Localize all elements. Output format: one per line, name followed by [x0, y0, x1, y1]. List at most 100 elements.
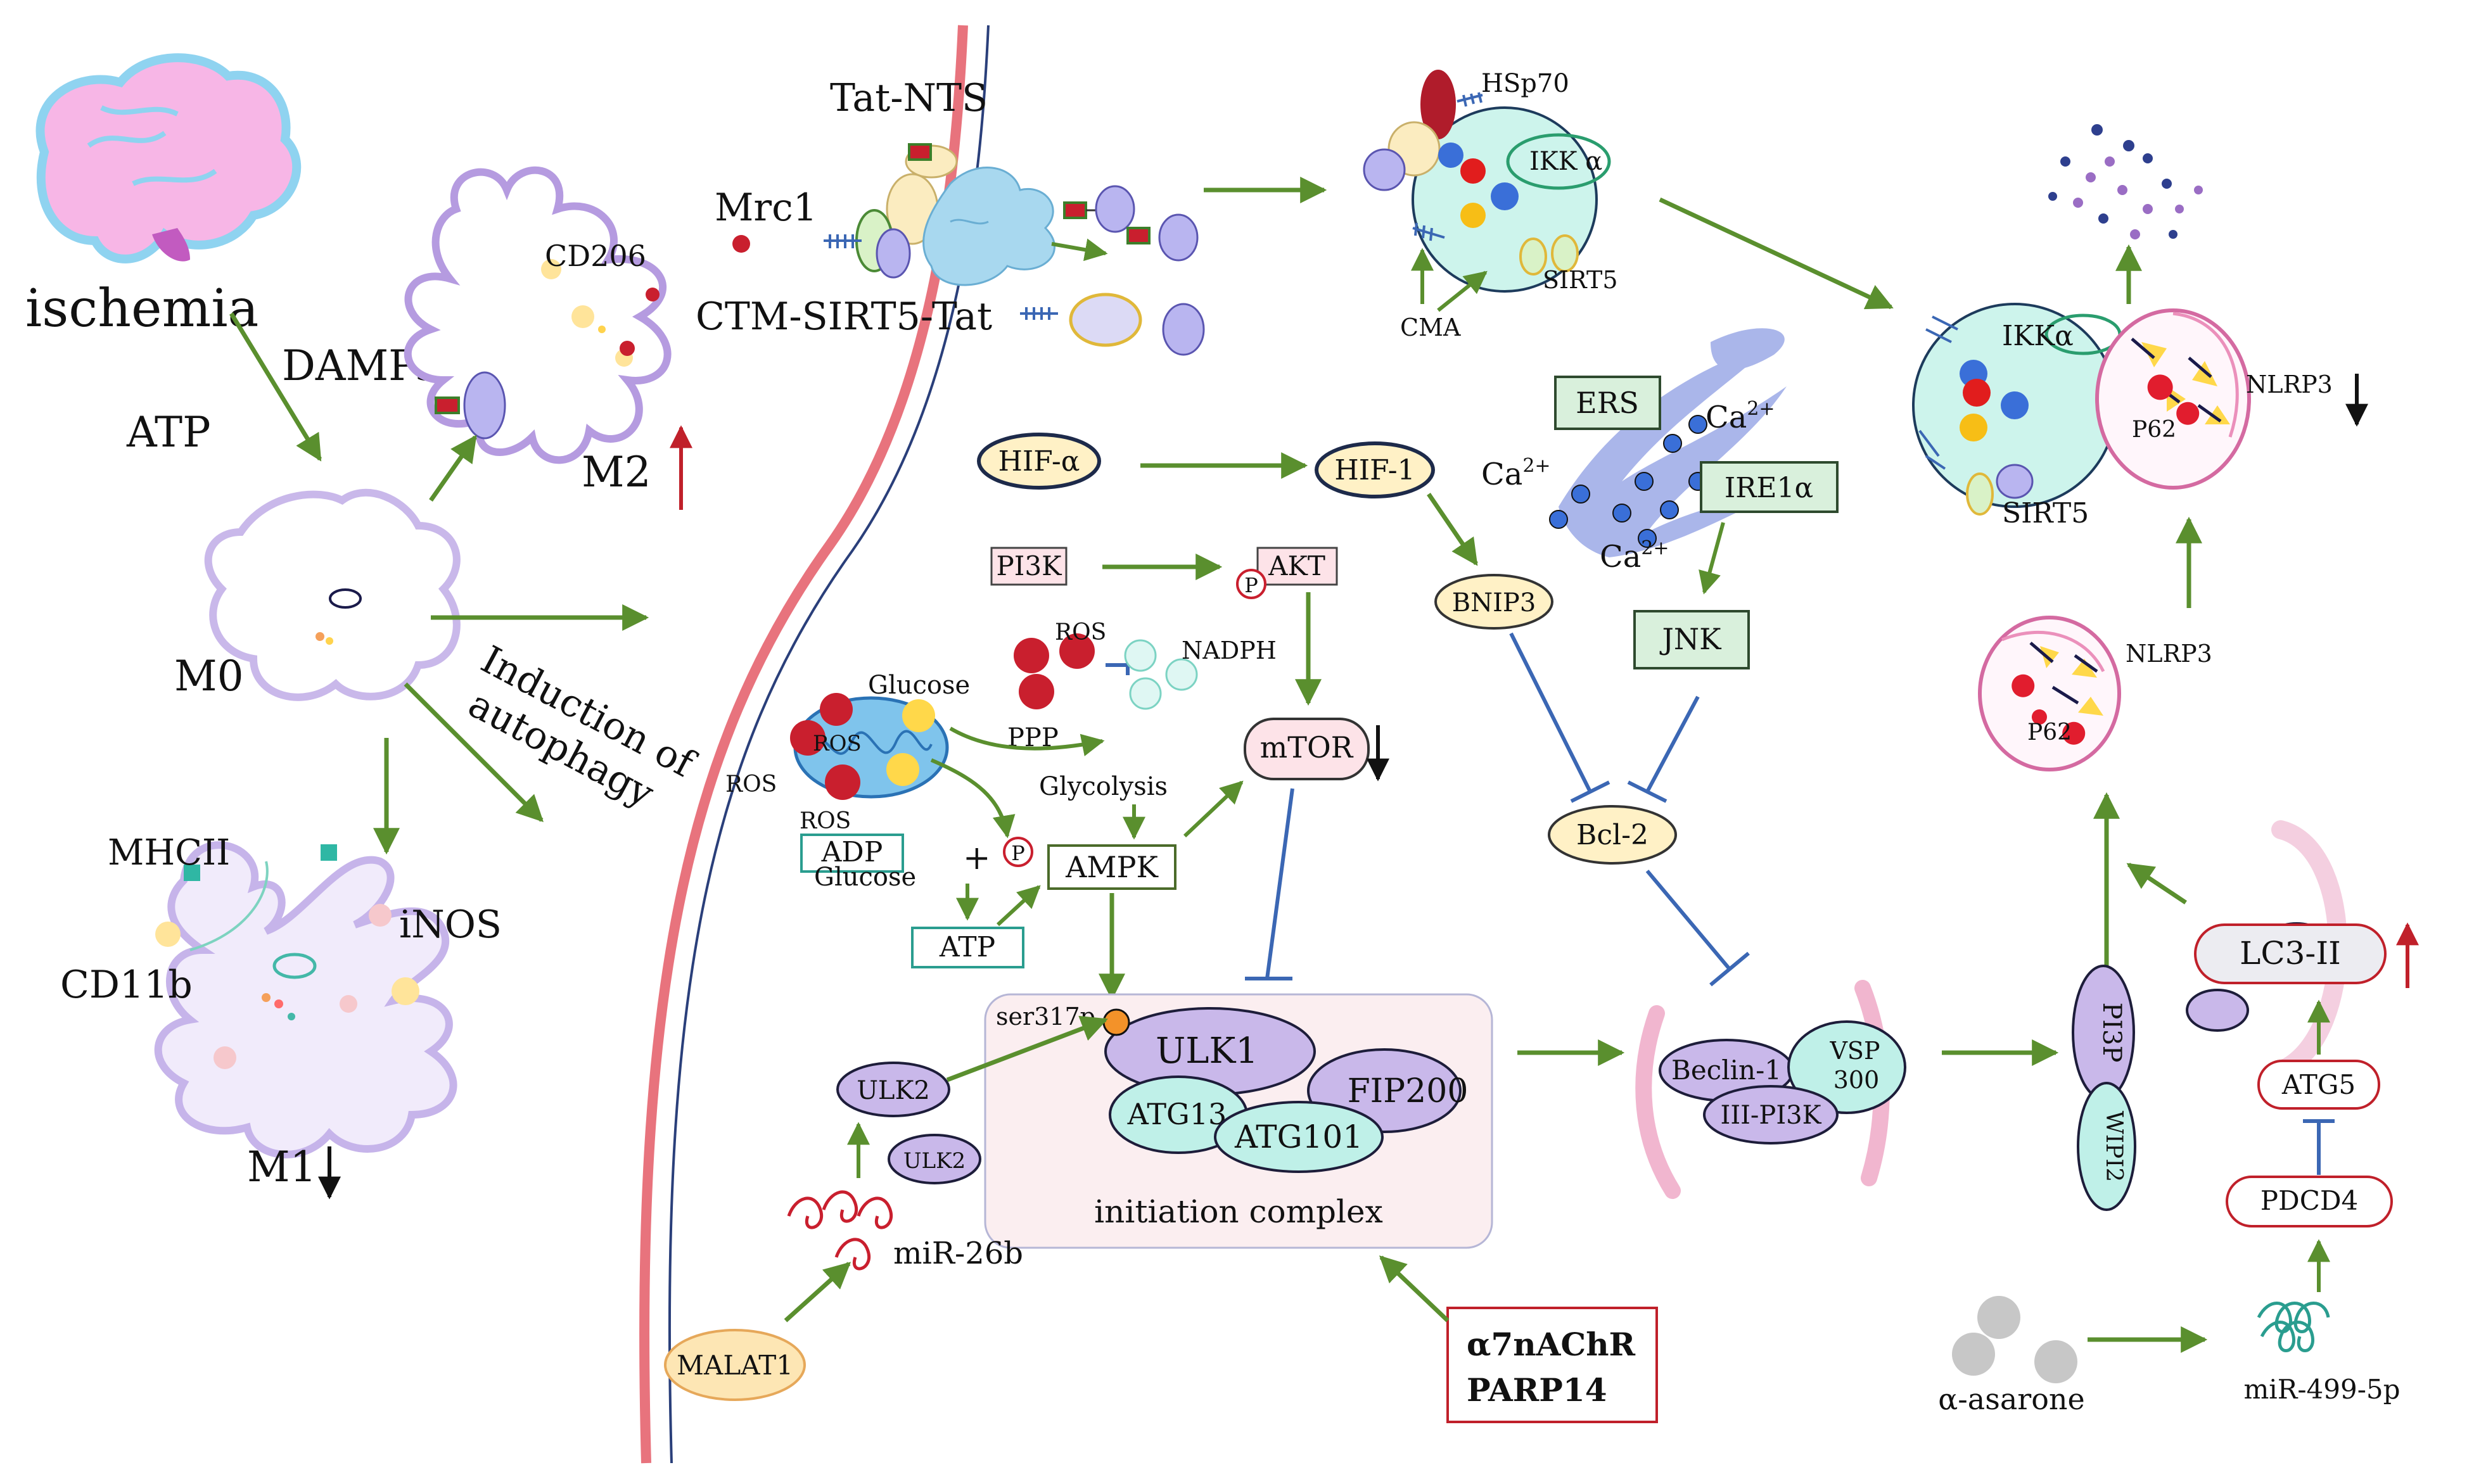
ulk2-node-a	[836, 1062, 950, 1117]
arrow-atp-ampk	[996, 885, 1041, 927]
arrow-ampk-mtor	[1183, 780, 1244, 838]
mir-499-5p-icon	[2257, 1302, 2330, 1352]
ire1a-node	[1700, 461, 1839, 513]
mtor-label: mTOR	[1260, 730, 1354, 764]
nlrp3-autophagosome-top-icon	[2095, 308, 2251, 490]
nlrp3-autophagosome-mid-icon	[1978, 616, 2121, 771]
arrow-ulk2-ulk1	[946, 1015, 1108, 1082]
atg101-label: ATG101	[1234, 1119, 1363, 1155]
nlrp3-mid-label: NLRP3	[2126, 640, 2212, 668]
bnip3-node	[1434, 574, 1553, 630]
ros-bottom-label: ROS	[800, 808, 851, 834]
fip200-label: FIP200	[1348, 1072, 1469, 1110]
mir-26b-icon	[787, 1190, 893, 1271]
nlrp3-top-label: NLRP3	[2246, 371, 2333, 398]
wipi2-node	[2077, 1082, 2136, 1211]
pdcd4-node	[2226, 1176, 2393, 1227]
ire1a-label: IRE1α	[1725, 472, 1813, 504]
phosphate-label: P	[1011, 841, 1025, 865]
mitochondrion-icon	[790, 693, 949, 800]
arrow-lc3-to-autophagosome	[2126, 863, 2187, 904]
jnk-label: JNK	[1659, 622, 1722, 656]
inhibit-bnip3-bcl2-bar	[1570, 780, 1610, 803]
asarone-label: α-asarone	[1938, 1382, 2085, 1416]
iii-pi3k-label: III-PI3K	[1721, 1101, 1822, 1130]
hif-a-label: HIF-α	[998, 445, 1080, 478]
plus-sign: +	[963, 839, 991, 877]
ros-cluster-icon	[1014, 633, 1198, 710]
arrow-malat1-mir26b	[784, 1262, 851, 1322]
arrow-ischemia-m0	[229, 312, 322, 462]
arrow-a7nachr-complex	[1379, 1255, 1450, 1322]
pi3k-label: PI3K	[997, 550, 1063, 581]
ischemia-label: ischemia	[25, 279, 258, 339]
glycolysis-label: Glycolysis	[1039, 772, 1168, 801]
vsp300-label: 300	[1833, 1066, 1880, 1094]
m2-macrophage-icon	[404, 166, 750, 464]
arrow-glucose-ppp	[949, 726, 1105, 756]
arrow-glucose-p	[930, 758, 1016, 839]
bcl2-node	[1548, 805, 1677, 865]
atg13-label: ATG13	[1127, 1097, 1227, 1131]
tat-nts-label: Tat-NTS	[830, 76, 988, 120]
atg5-label: ATG5	[2281, 1069, 2356, 1100]
inhibit-jnk-bcl2-bar	[1627, 780, 1667, 803]
adp-node	[800, 834, 904, 873]
pi3p-label: PI3P	[2097, 1002, 2126, 1062]
malat1-label: MALAT1	[677, 1350, 793, 1381]
phosphate-badge	[1003, 837, 1033, 867]
ers-node	[1554, 376, 1661, 430]
iii-pi3k-node	[1703, 1085, 1839, 1145]
adp-label: ADP	[821, 836, 883, 868]
atp-mid-label: ATP	[939, 931, 995, 963]
atg5-node	[2257, 1060, 2380, 1110]
malat1-node	[664, 1329, 806, 1401]
m0-label: M0	[174, 652, 244, 701]
beclin1-label: Beclin-1	[1671, 1055, 1782, 1086]
mir26b-label: miR-26b	[893, 1236, 1023, 1271]
ca-label-2: Ca2+	[1481, 455, 1551, 492]
glucose-label: Glucose	[868, 671, 970, 700]
bcl2-label: Bcl-2	[1576, 819, 1648, 851]
bnip3-label: BNIP3	[1452, 588, 1536, 618]
ikka-small-label: IKK α	[1529, 147, 1602, 176]
hsp70-label: HSp70	[1481, 69, 1569, 98]
cd11b-label: CD11b	[60, 963, 193, 1007]
ros-top-label: ROS	[1055, 619, 1106, 645]
inhibit-jnk-bcl2	[1645, 695, 1700, 793]
dots-release-icon	[2048, 124, 2203, 239]
m0-macrophage-icon	[204, 488, 461, 701]
akt-label: AKT	[1268, 550, 1325, 581]
ctm-sirt5-tat-label: CTM-SIRT5-Tat	[696, 295, 992, 339]
pi3k-node	[990, 547, 1068, 586]
a7nachr-parp14-box	[1446, 1307, 1658, 1423]
ca-label-3: Ca2+	[1600, 537, 1669, 574]
inhibit-mtor-ulk1	[1265, 788, 1294, 979]
nadph-label: NADPH	[1182, 637, 1277, 664]
mtor-node	[1244, 718, 1370, 780]
ikka-label: IKKα	[2002, 320, 2074, 352]
cma-lysosome-icon	[1363, 70, 1611, 293]
mhcii-label: MHCII	[108, 832, 230, 873]
m1-macrophage-icon	[154, 841, 457, 1158]
lc3-ii-node	[2194, 923, 2387, 984]
endoplasmic-reticulum-icon	[1549, 328, 1787, 557]
ulk2-a-label: ULK2	[857, 1076, 930, 1105]
brain-icon	[35, 53, 302, 263]
hif-a-node	[977, 433, 1101, 490]
wipi2-label: WIPI2	[2101, 1111, 2127, 1183]
mrc1-label: Mrc1	[715, 186, 817, 230]
ser317p-label: ser317p	[996, 1003, 1095, 1031]
p62-mid-label: P62	[2027, 720, 2072, 745]
ulk2-node-b	[888, 1134, 981, 1184]
arrow-m0-autophagy	[404, 682, 544, 822]
lc3-cargo-left	[2186, 989, 2249, 1032]
parp14-label: PARP14	[1467, 1371, 1607, 1409]
lysosome-sirt5-icon	[1912, 303, 2122, 516]
pdcd4-label: PDCD4	[2260, 1185, 2358, 1216]
ers-label: ERS	[1576, 386, 1639, 420]
mir499-label: miR-499-5p	[2243, 1374, 2400, 1405]
ros-in-mito-label: ROS	[813, 731, 862, 756]
arrow-ire1a-jnk	[1699, 522, 1725, 595]
